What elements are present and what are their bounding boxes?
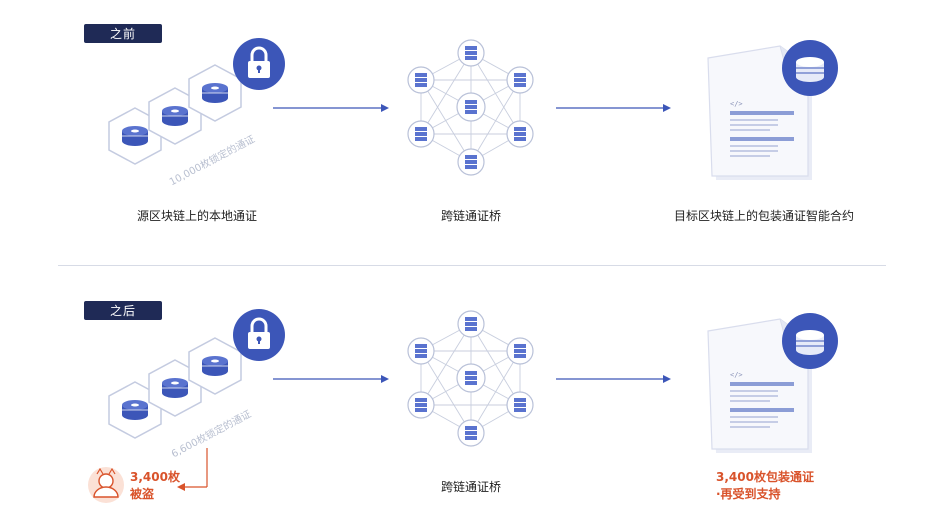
svg-text:</>: </>: [730, 371, 743, 379]
coin-cube-3: [188, 337, 242, 395]
server-node-icon: [457, 148, 485, 176]
arrow-to-bridge: [273, 375, 389, 383]
before-section: 之前: [84, 24, 855, 223]
coin-stack-icon: [122, 126, 148, 146]
server-node-icon: [407, 120, 435, 148]
before-tag: 之前: [84, 24, 162, 43]
server-node-icon: [456, 92, 486, 122]
arrow-to-contract: [556, 104, 671, 112]
stolen-amount: 3,400枚: [130, 470, 180, 484]
coin-stack-icon: [162, 106, 188, 126]
bridge-caption: 跨链通证桥: [440, 480, 502, 494]
after-section: 之后: [0, 261, 949, 522]
wrapped-amount: 3,400枚包装通证: [716, 470, 814, 484]
svg-text:</>: </>: [730, 100, 743, 108]
target-caption: 目标区块链上的包装通证智能合约: [673, 209, 855, 223]
server-node-icon: [457, 39, 485, 67]
coin-stack-icon: [796, 330, 824, 355]
coin-stack-icon: [796, 57, 824, 82]
lock-icon: [233, 38, 285, 90]
coin-stack-icon: [122, 400, 148, 420]
arrow-to-bridge: [273, 104, 389, 112]
user-avatar-icon: [88, 467, 124, 503]
coin-badge: [782, 40, 838, 96]
lock-icon: [233, 309, 285, 361]
after-tag: 之后: [84, 301, 162, 320]
server-node-icon: [407, 391, 435, 419]
wrapped-tokens-label: 3,400枚包装通证 ·再受到支持: [716, 469, 814, 503]
server-node-icon: [506, 120, 534, 148]
coin-cube-1: [108, 381, 162, 439]
server-node-icon: [457, 310, 485, 338]
bridge-caption: 跨链通证桥: [440, 209, 502, 223]
section-divider: [58, 265, 886, 266]
after-graphics: </>: [88, 309, 838, 503]
server-node-icon: [506, 391, 534, 419]
coin-badge: [782, 313, 838, 369]
stolen-status: 被盗: [130, 487, 155, 501]
coin-stack-icon: [162, 378, 188, 398]
source-caption: 源区块链上的本地通证: [136, 209, 258, 223]
stolen-arrow: [177, 448, 208, 491]
server-node-icon: [506, 66, 534, 94]
stolen-tokens-label: 3,400枚 被盗: [130, 469, 180, 503]
server-node-icon: [506, 337, 534, 365]
coin-stack-icon: [202, 356, 228, 376]
wrapped-status: ·再受到支持: [716, 487, 781, 501]
coin-stack-icon: [202, 83, 228, 103]
server-node-icon: [457, 419, 485, 447]
coin-cube-2: [148, 359, 202, 417]
server-node-icon: [456, 363, 486, 393]
server-node-icon: [407, 337, 435, 365]
before-graphics: </>: [108, 38, 838, 180]
coin-cube-2: [148, 87, 202, 145]
arrow-to-contract: [556, 375, 671, 383]
server-node-icon: [407, 66, 435, 94]
